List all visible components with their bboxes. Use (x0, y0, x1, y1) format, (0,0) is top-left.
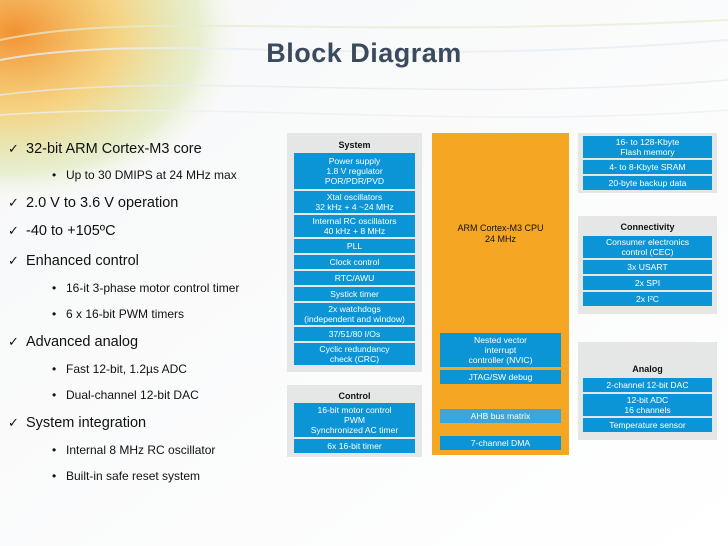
bullet-item: ✓Enhanced control (8, 253, 139, 269)
adc-block: 12-bit ADC 16 channels (583, 394, 712, 416)
system-panel-title: System (338, 140, 371, 150)
watchdogs-block: 2x watchdogs (independent and window) (294, 303, 415, 325)
bullet-dot-icon: • (52, 168, 57, 182)
sub-bullet-item: •Up to 30 DMIPS at 24 MHz max (52, 168, 237, 182)
sub-bullet-item: •6 x 16-bit PWM timers (52, 307, 185, 321)
control-panel-title: Control (338, 391, 371, 401)
checkmark-icon: ✓ (8, 141, 19, 156)
nvic-block: Nested vector interrupt controller (NVIC… (440, 333, 561, 367)
bullet-item: ✓2.0 V to 3.6 V operation (8, 195, 179, 211)
backup-data-block: 20-byte backup data (583, 176, 712, 190)
xtal-oscillators-block: Xtal oscillators 32 kHz + 4 ~24 MHz (294, 191, 415, 213)
connectivity-panel-title: Connectivity (620, 222, 675, 232)
dma-block: 7-channel DMA (440, 436, 561, 450)
temperature-sensor-block: Temperature sensor (583, 418, 712, 432)
motor-control-block: 16-bit motor control PWM Synchronized AC… (294, 403, 415, 437)
rc-oscillators-block: Internal RC oscillators 40 kHz + 8 MHz (294, 215, 415, 237)
usart-block: 3x USART (583, 260, 712, 274)
flash-memory-block: 16- to 128-Kbyte Flash memory (583, 136, 712, 158)
pll-block: PLL (294, 239, 415, 253)
bullet-dot-icon: • (52, 362, 57, 376)
analog-panel: Analog 2-channel 12-bit DAC 12-bit ADC 1… (578, 342, 717, 440)
dac-block: 2-channel 12-bit DAC (583, 378, 712, 392)
slide-title: Block Diagram (266, 38, 462, 68)
analog-panel-title: Analog (632, 364, 663, 374)
sub-bullet-item: •16-it 3-phase motor control timer (52, 281, 240, 295)
cpu-panel: ARM Cortex-M3 CPU 24 MHz Nested vector i… (432, 133, 569, 455)
cec-block: Consumer electronics control (CEC) (583, 236, 712, 258)
clock-control-block: Clock control (294, 255, 415, 269)
connectivity-panel: Connectivity Consumer electronics contro… (578, 216, 717, 314)
bullet-dot-icon: • (52, 307, 57, 321)
sub-bullet-item: •Dual-channel 12-bit DAC (52, 388, 199, 402)
bullet-dot-icon: • (52, 469, 57, 483)
crc-block: Cyclic redundancy check (CRC) (294, 343, 415, 365)
bullet-item: ✓32-bit ARM Cortex-M3 core (8, 141, 202, 157)
power-supply-block: Power supply 1.8 V regulator POR/PDR/PVD (294, 153, 415, 189)
checkmark-icon: ✓ (8, 415, 19, 430)
jtag-debug-block: JTAG/SW debug (440, 370, 561, 384)
sram-block: 4- to 8-Kbyte SRAM (583, 160, 712, 174)
system-panel: System Power supply 1.8 V regulator POR/… (287, 133, 422, 372)
bullet-item: ✓-40 to +105ºC (8, 223, 116, 239)
checkmark-icon: ✓ (8, 334, 19, 349)
io-block: 37/51/80 I/Os (294, 327, 415, 341)
memory-panel: 16- to 128-Kbyte Flash memory 4- to 8-Kb… (578, 133, 717, 193)
checkmark-icon: ✓ (8, 195, 19, 210)
cpu-label: ARM Cortex-M3 CPU 24 MHz (457, 223, 544, 244)
spi-block: 2x SPI (583, 276, 712, 290)
checkmark-icon: ✓ (8, 223, 19, 238)
systick-timer-block: Systick timer (294, 287, 415, 301)
rtc-awu-block: RTC/AWU (294, 271, 415, 285)
bullet-dot-icon: • (52, 443, 57, 457)
bullet-item: ✓Advanced analog (8, 334, 139, 350)
i2c-block: 2x I²C (583, 292, 712, 306)
bullet-item: ✓System integration (8, 415, 147, 431)
checkmark-icon: ✓ (8, 253, 19, 268)
bullet-dot-icon: • (52, 388, 57, 402)
sub-bullet-item: •Internal 8 MHz RC oscillator (52, 443, 216, 457)
sub-bullet-item: •Fast 12-bit, 1.2µs ADC (52, 362, 187, 376)
control-panel: Control 16-bit motor control PWM Synchro… (287, 385, 422, 457)
ahb-bus-block: AHB bus matrix (440, 409, 561, 423)
sub-bullet-item: •Built-in safe reset system (52, 469, 201, 483)
bullet-dot-icon: • (52, 281, 57, 295)
timer-block: 6x 16-bit timer (294, 439, 415, 453)
